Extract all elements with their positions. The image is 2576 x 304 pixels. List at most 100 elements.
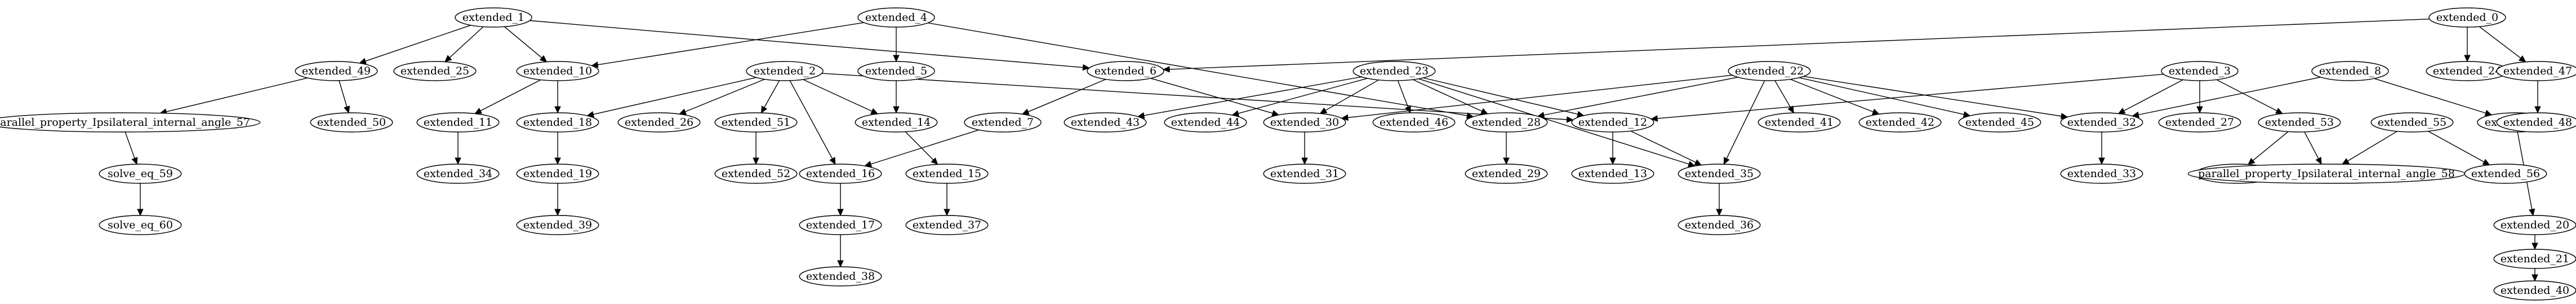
edge-extended_6-to-extended_7 xyxy=(1021,78,1106,115)
edge-extended_1-to-extended_6 xyxy=(530,20,1090,71)
node-ellipse xyxy=(2258,112,2341,133)
arrowhead-icon xyxy=(1787,105,1794,114)
graph-node-extended_17: extended_17 xyxy=(799,215,882,235)
graph-node-extended_19: extended_19 xyxy=(516,164,599,184)
node-ellipse xyxy=(1164,112,1247,133)
arrowhead-icon xyxy=(2342,158,2350,165)
graph-node-extended_15: extended_15 xyxy=(905,164,989,184)
arrowhead-icon xyxy=(679,108,687,115)
node-label: extended_21 xyxy=(2501,253,2569,265)
edge-line xyxy=(449,26,484,58)
node-ellipse xyxy=(1087,61,1164,81)
edge-line xyxy=(1799,77,1964,115)
node-ellipse xyxy=(2496,61,2576,81)
edge-line xyxy=(1144,76,1362,116)
node-label: extended_14 xyxy=(862,116,931,129)
arrowhead-icon xyxy=(944,209,950,217)
edge-extended_22-to-extended_32 xyxy=(1803,76,2068,120)
graph-node-extended_24: extended_24 xyxy=(2426,61,2509,81)
graph-node-extended_48: extended_48 xyxy=(2496,112,2576,133)
edge-line xyxy=(339,80,348,107)
graph-node-extended_33: extended_33 xyxy=(2060,164,2143,184)
node-ellipse xyxy=(1858,112,1942,133)
graph-node-extended_0: extended_0 xyxy=(2428,7,2506,28)
node-label: extended_20 xyxy=(2501,219,2569,231)
node-label: extended_6 xyxy=(1095,65,1156,77)
edge-extended_49-to-parallel_property_Ipsilateral_internal_angle_57 xyxy=(159,77,308,115)
node-label: extended_16 xyxy=(806,168,875,180)
edge-line xyxy=(1543,77,1738,116)
node-ellipse xyxy=(1958,112,2041,133)
node-ellipse xyxy=(2496,112,2576,133)
node-label: extended_44 xyxy=(1171,116,1240,129)
edge-extended_8-to-extended_32 xyxy=(2132,77,2321,118)
node-ellipse xyxy=(799,164,882,184)
graph-node-extended_52: extended_52 xyxy=(714,164,798,184)
node-ellipse xyxy=(295,61,378,81)
node-label: extended_35 xyxy=(1685,168,1754,180)
node-label: extended_53 xyxy=(2265,116,2334,129)
edge-line xyxy=(821,73,1567,120)
edge-extended_55-to-extended_56 xyxy=(2428,130,2490,165)
node-label: extended_4 xyxy=(865,11,927,24)
arrowhead-icon xyxy=(931,157,938,165)
node-label: extended_3 xyxy=(2169,65,2231,77)
edge-line xyxy=(2374,78,2486,114)
node-label: extended_10 xyxy=(523,65,592,77)
arrowhead-icon xyxy=(1650,115,1658,122)
node-ellipse xyxy=(516,112,599,133)
arrowhead-icon xyxy=(1716,209,1723,217)
node-label: extended_5 xyxy=(865,65,927,77)
edge-extended_1-to-extended_49 xyxy=(359,25,471,64)
node-label: extended_29 xyxy=(1472,168,1541,180)
edge-extended_22-to-extended_35 xyxy=(1723,80,1765,165)
graph-node-extended_55: extended_55 xyxy=(2370,112,2454,133)
arrowhead-icon xyxy=(2117,107,2126,114)
node-label: parallel_property_Ipsilateral_internal_a… xyxy=(0,116,250,129)
graph-node-extended_12: extended_12 xyxy=(1571,112,1654,133)
node-label: extended_46 xyxy=(1380,116,1448,129)
arrowhead-icon xyxy=(2196,106,2203,114)
node-ellipse xyxy=(857,61,935,81)
graph-node-extended_43: extended_43 xyxy=(1064,112,1147,133)
edge-extended_55-to-parallel_property_Ipsilateral_internal_angle_58 xyxy=(2342,131,2397,165)
arrowhead-icon xyxy=(2482,158,2490,165)
edge-line xyxy=(1347,74,1733,118)
graph-node-extended_50: extended_50 xyxy=(310,112,393,133)
edge-line xyxy=(803,79,873,112)
node-label: extended_22 xyxy=(1735,65,1804,77)
node-label: extended_0 xyxy=(2436,11,2498,24)
edge-line xyxy=(2252,131,2289,161)
edge-extended_47-to-extended_48 xyxy=(2534,81,2541,114)
edge-extended_3-to-extended_53 xyxy=(2216,79,2283,114)
node-label: extended_17 xyxy=(806,219,875,231)
edge-extended_32-to-extended_33 xyxy=(2098,132,2105,165)
arrowhead-icon xyxy=(1021,108,1030,115)
node-ellipse xyxy=(905,164,989,184)
arrowhead-icon xyxy=(1609,157,1616,165)
edge-line xyxy=(365,25,471,62)
node-label: extended_12 xyxy=(1578,116,1647,129)
edge-line xyxy=(2347,131,2397,162)
node-ellipse xyxy=(455,7,532,28)
node-ellipse xyxy=(393,61,477,81)
graph-node-extended_35: extended_35 xyxy=(1678,164,1761,184)
node-label: extended_41 xyxy=(1765,116,1834,129)
edge-line xyxy=(1150,78,1273,114)
arrowhead-icon xyxy=(893,106,900,114)
graph-node-extended_34: extended_34 xyxy=(416,164,500,184)
edge-line xyxy=(1803,76,2062,117)
edge-extended_6-to-extended_30 xyxy=(1150,78,1280,117)
graph-node-extended_26: extended_26 xyxy=(617,112,701,133)
arrowhead-icon xyxy=(1319,107,1328,114)
edge-extended_23-to-extended_43 xyxy=(1137,76,1362,119)
node-label: extended_33 xyxy=(2067,168,2136,180)
graph-node-extended_8: extended_8 xyxy=(2311,61,2389,81)
graph-node-extended_6: extended_6 xyxy=(1087,61,1164,81)
edge-extended_2-to-extended_14 xyxy=(803,79,879,114)
arrowhead-icon xyxy=(554,209,561,217)
edge-extended_10-to-extended_11 xyxy=(474,79,541,114)
arrowhead-icon xyxy=(455,157,461,165)
graph-node-extended_42: extended_42 xyxy=(1858,112,1942,133)
